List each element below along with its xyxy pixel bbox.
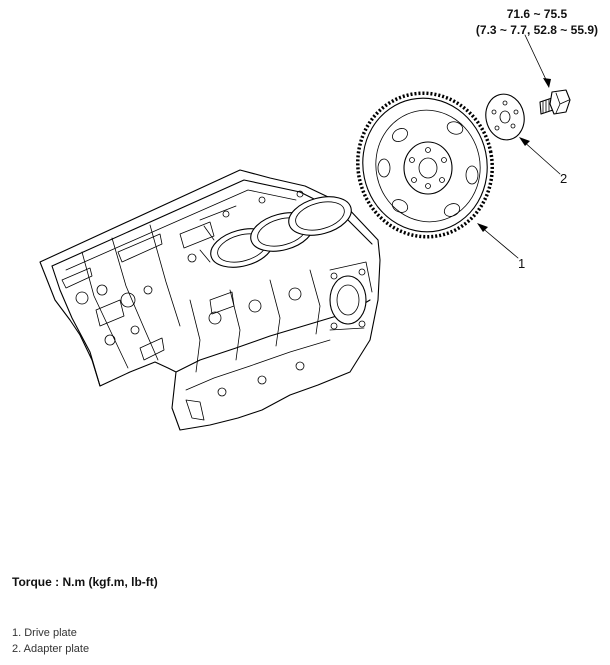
callout-2-leader-arrow — [519, 137, 530, 146]
bolt-drawing — [539, 89, 571, 115]
callout-2-leader-line — [521, 139, 561, 175]
engine-block-drawing — [39, 169, 381, 431]
torque-units-heading: Torque : N.m (kgf.m, lb-ft) — [12, 575, 158, 589]
callout-1-leader-arrow — [477, 223, 488, 232]
torque-spec-alt-units: (7.3 ~ 7.7, 52.8 ~ 55.9) — [475, 23, 598, 37]
legend-item-adapter-plate: 2. Adapter plate — [12, 643, 90, 655]
adapter-plate-drawing — [485, 93, 525, 141]
callout-1: 1 — [518, 256, 526, 271]
exploded-diagram: 71.6 ~ 75.5 (7.3 ~ 7.7, 52.8 ~ 55.9) 1 2 — [39, 6, 598, 431]
torque-leader-line — [524, 34, 550, 87]
torque-spec-nm: 71.6 ~ 75.5 — [506, 7, 568, 21]
callout-2: 2 — [560, 171, 568, 186]
torque-spec-label: 71.6 ~ 75.5 (7.3 ~ 7.7, 52.8 ~ 55.9) — [476, 6, 598, 38]
torque-leader-arrow — [543, 78, 551, 88]
callout-1-leader-line — [479, 225, 519, 259]
legend-item-drive-plate: 1. Drive plate — [12, 627, 77, 639]
parts-legend: 1. Drive plate 2. Adapter plate — [12, 625, 89, 657]
drive-plate-drawing — [356, 91, 494, 239]
